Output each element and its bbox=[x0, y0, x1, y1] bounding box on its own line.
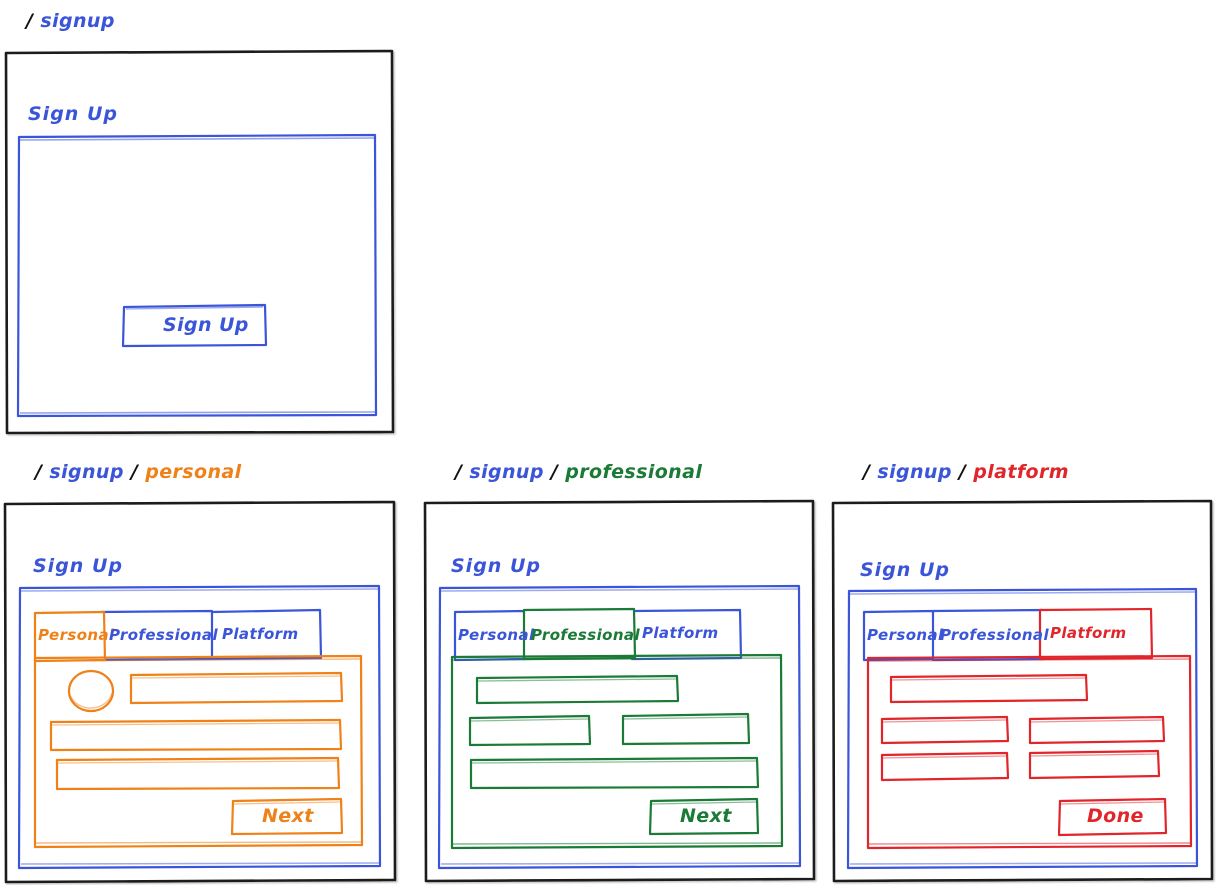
panel-professional bbox=[437, 584, 802, 870]
breadcrumb-link-signup[interactable]: signup bbox=[877, 461, 952, 483]
tab-shape-platform-pl[interactable] bbox=[1038, 607, 1154, 661]
input-shape-l4[interactable] bbox=[880, 751, 1010, 782]
panel-personal bbox=[17, 584, 382, 870]
card-frame-platform bbox=[831, 499, 1214, 883]
input-shape-l5[interactable] bbox=[1028, 749, 1161, 780]
content-panel-personal bbox=[33, 654, 364, 849]
input-shape-p1[interactable] bbox=[129, 671, 344, 705]
breadcrumb-separator: / bbox=[26, 10, 34, 32]
card-frame-personal bbox=[3, 500, 397, 884]
tab-professional-label[interactable]: Professional bbox=[940, 626, 1049, 644]
panel-platform bbox=[846, 587, 1199, 870]
next-button-label-personal[interactable]: Next bbox=[262, 805, 314, 827]
tab-personal-label[interactable]: Personal bbox=[867, 626, 944, 644]
input-shape-f1[interactable] bbox=[475, 674, 680, 705]
input-shape-f3[interactable] bbox=[621, 712, 751, 746]
card-frame-professional bbox=[423, 499, 816, 883]
page-title-personal: Sign Up bbox=[33, 555, 123, 577]
input-shape-p2[interactable] bbox=[49, 718, 343, 752]
breadcrumb-separator: / bbox=[863, 461, 871, 483]
next-button-label-professional[interactable]: Next bbox=[680, 805, 732, 827]
breadcrumb-link-personal[interactable]: personal bbox=[145, 461, 242, 483]
panel-signup bbox=[16, 133, 378, 418]
breadcrumb-link-platform[interactable]: platform bbox=[973, 461, 1069, 483]
breadcrumb-separator-2: / bbox=[958, 461, 967, 483]
breadcrumb-link-professional[interactable]: professional bbox=[565, 461, 703, 483]
input-shape-l2[interactable] bbox=[880, 715, 1010, 745]
breadcrumb-link-signup[interactable]: signup bbox=[40, 10, 115, 32]
tab-shape-platform-p[interactable] bbox=[210, 608, 323, 661]
input-shape-f2[interactable] bbox=[468, 714, 592, 747]
input-shape-l1[interactable] bbox=[889, 673, 1089, 704]
next-button-shape-personal[interactable] bbox=[230, 797, 344, 836]
signup-button-label[interactable]: Sign Up bbox=[163, 314, 249, 336]
next-button-shape-professional[interactable] bbox=[648, 797, 760, 836]
content-panel-platform bbox=[866, 654, 1193, 850]
page-title-signup: Sign Up bbox=[28, 103, 118, 125]
breadcrumb-link-signup[interactable]: signup bbox=[49, 461, 124, 483]
tab-personal-label[interactable]: Personal bbox=[458, 626, 535, 644]
tab-personal-label[interactable]: Personal bbox=[38, 626, 115, 644]
input-shape-f4[interactable] bbox=[469, 756, 760, 790]
tab-platform-label[interactable]: Platform bbox=[642, 624, 719, 642]
page-title-professional: Sign Up bbox=[451, 555, 541, 577]
breadcrumb-separator-2: / bbox=[130, 461, 139, 483]
tab-platform-label[interactable]: Platform bbox=[222, 625, 299, 643]
card-frame-signup bbox=[4, 49, 395, 435]
breadcrumb-signup-personal[interactable]: / signup / personal bbox=[35, 463, 242, 482]
input-shape-l3[interactable] bbox=[1028, 715, 1166, 745]
breadcrumb-separator: / bbox=[455, 461, 463, 483]
tab-shape-professional-pf[interactable] bbox=[522, 607, 637, 661]
tab-platform-label[interactable]: Platform bbox=[1050, 624, 1127, 642]
input-shape-p3[interactable] bbox=[55, 756, 341, 791]
breadcrumb-signup-platform[interactable]: / signup / platform bbox=[863, 463, 1069, 482]
avatar-circle-personal[interactable] bbox=[67, 669, 115, 713]
signup-button-shape[interactable] bbox=[121, 303, 268, 348]
done-button-shape-platform[interactable] bbox=[1057, 797, 1168, 837]
breadcrumb-signup[interactable]: / signup bbox=[26, 12, 115, 31]
breadcrumb-separator: / bbox=[35, 461, 43, 483]
breadcrumb-separator-2: / bbox=[550, 461, 559, 483]
tab-professional-label[interactable]: Professional bbox=[531, 626, 640, 644]
page-title-platform: Sign Up bbox=[860, 559, 950, 581]
content-panel-professional bbox=[450, 653, 784, 850]
breadcrumb-link-signup[interactable]: signup bbox=[469, 461, 544, 483]
breadcrumb-signup-professional[interactable]: / signup / professional bbox=[455, 463, 702, 482]
done-button-label-platform[interactable]: Done bbox=[1087, 805, 1144, 827]
tab-professional-label[interactable]: Professional bbox=[109, 626, 218, 644]
